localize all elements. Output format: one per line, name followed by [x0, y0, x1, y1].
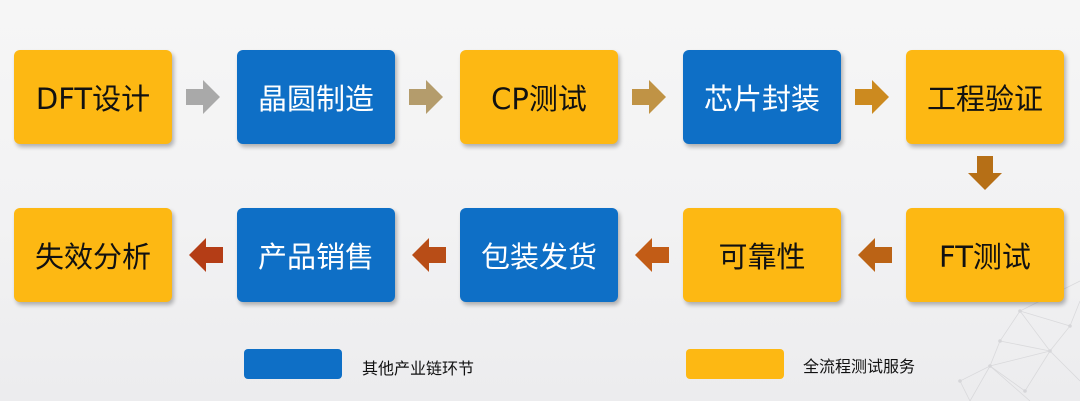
step-wafer-fabrication: 晶圆制造 — [237, 50, 395, 144]
step-label: 可靠性 — [718, 240, 806, 274]
arrow-shape — [186, 80, 220, 114]
step-chip-packaging: 芯片封装 — [683, 50, 841, 144]
arrow-shape — [855, 80, 889, 114]
arrow-right-icon — [186, 80, 220, 114]
step-label: CP测试 — [491, 82, 587, 116]
step-label: 芯片封装 — [703, 82, 820, 116]
step-reliability: 可靠性 — [683, 208, 841, 302]
arrow-shape — [409, 80, 443, 114]
arrow-shape — [632, 80, 666, 114]
arrow-down-icon — [968, 156, 1002, 190]
arrow-right-icon — [855, 80, 889, 114]
step-label: DFT设计 — [35, 82, 151, 116]
legend-swatch-test — [686, 349, 784, 379]
step-label: 工程验证 — [926, 82, 1043, 116]
step-packing-shipping: 包装发货 — [460, 208, 618, 302]
arrow-left-icon — [189, 238, 223, 272]
arrow-left-icon — [858, 238, 892, 272]
arrow-left-icon — [412, 238, 446, 272]
arrow-right-icon — [409, 80, 443, 114]
step-engineering-verification: 工程验证 — [906, 50, 1064, 144]
step-cp-test: CP测试 — [460, 50, 618, 144]
arrow-left-icon — [635, 238, 669, 272]
legend-label-test: 全流程测试服务 — [803, 357, 916, 376]
arrow-shape — [412, 238, 446, 272]
step-ft-test: FT测试 — [906, 208, 1064, 302]
arrow-shape — [968, 156, 1002, 190]
network-mesh-decoration — [958, 280, 1080, 401]
step-product-sales: 产品销售 — [237, 208, 395, 302]
legend-swatch-chain — [244, 349, 342, 379]
step-label: 包装发货 — [480, 240, 597, 274]
arrow-shape — [858, 238, 892, 272]
arrow-shape — [635, 238, 669, 272]
step-label: FT测试 — [939, 240, 1031, 274]
arrow-shape — [189, 238, 223, 272]
arrow-right-icon — [632, 80, 666, 114]
step-dft-design: DFT设计 — [14, 50, 172, 144]
step-label: 产品销售 — [257, 240, 374, 274]
step-failure-analysis: 失效分析 — [14, 208, 172, 302]
legend-label-chain: 其他产业链环节 — [362, 359, 475, 378]
step-label: 失效分析 — [34, 240, 151, 274]
step-label: 晶圆制造 — [257, 82, 374, 116]
